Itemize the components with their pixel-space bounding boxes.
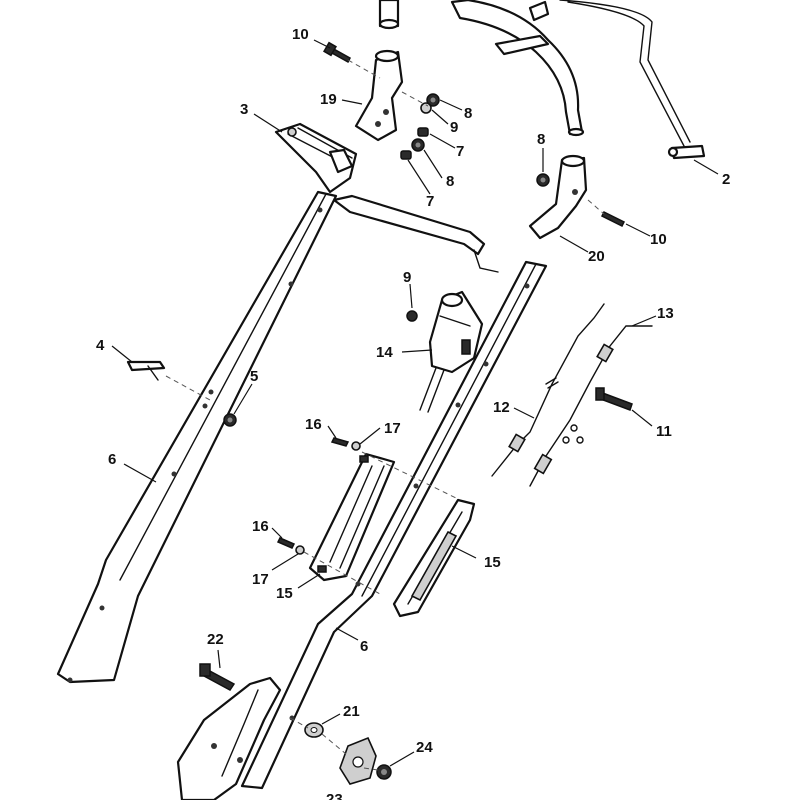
label-3: 3: [240, 101, 248, 118]
washer-9-lower: [406, 310, 418, 322]
label-17-lower: 17: [252, 571, 269, 588]
bolt-22: [199, 663, 236, 691]
label-23: 23: [326, 791, 343, 800]
nut-5: [223, 413, 237, 427]
upper-handle-bar: [450, 0, 585, 137]
nut-8-middle: [411, 138, 425, 152]
label-10-left: 10: [292, 26, 309, 43]
bolt-10-right: [600, 210, 626, 228]
label-16-lower: 16: [252, 518, 269, 535]
label-2: 2: [722, 171, 730, 188]
cable-guide-3: [274, 122, 358, 194]
label-5: 5: [250, 368, 258, 385]
part-labels: 10 19 3 8 9 7 8 7 8 2 10 20 9 14 13 4 5 …: [96, 26, 730, 800]
label-8-top: 8: [464, 105, 472, 122]
washer-9-upper: [420, 102, 432, 114]
handle-bracket-19: [354, 49, 404, 142]
handle-cover-15-left: [308, 452, 396, 582]
bolt-7-lower: [400, 150, 412, 160]
label-21: 21: [343, 703, 360, 720]
label-22: 22: [207, 631, 224, 648]
label-17-upper: 17: [384, 420, 401, 437]
nut-8-upper: [426, 93, 440, 107]
label-9-lower: 9: [403, 269, 411, 286]
lower-handle-tube-right: [240, 260, 548, 790]
bail-lever: [559, 0, 706, 160]
throttle-control-14: [419, 290, 484, 413]
upper-tube-top: [378, 0, 400, 30]
handle-cover-15-right: [392, 498, 476, 618]
label-6-left: 6: [108, 451, 116, 468]
label-11: 11: [656, 423, 672, 440]
label-9-top: 9: [450, 119, 458, 136]
label-10-right: 10: [650, 231, 667, 248]
bolt-10-left: [323, 41, 351, 64]
label-8-middle: 8: [446, 173, 454, 190]
label-20: 20: [588, 248, 605, 265]
label-8-right: 8: [537, 131, 545, 148]
mounting-bracket: [176, 676, 282, 800]
washer-17-upper: [351, 441, 361, 451]
label-13: 13: [657, 305, 674, 322]
knob-23: [339, 736, 377, 785]
bolt-7-upper: [417, 127, 429, 137]
washer-21: [304, 722, 324, 738]
handle-bracket-20: [528, 154, 588, 240]
throttle-cable-12: [491, 303, 605, 477]
nut-24: [376, 764, 392, 780]
drive-cable-13: [529, 325, 653, 487]
label-7-lower: 7: [426, 193, 434, 210]
label-15-right: 15: [484, 554, 501, 571]
nut-8-right: [536, 173, 550, 187]
label-4: 4: [96, 337, 105, 354]
label-19: 19: [320, 91, 337, 108]
label-14: 14: [376, 344, 393, 361]
bolt-11: [595, 387, 633, 411]
control-rod: [332, 194, 499, 273]
screw-16-upper: [330, 437, 350, 447]
assembly-lines: [165, 59, 605, 771]
label-6-right: 6: [360, 638, 368, 655]
label-12: 12: [493, 399, 510, 416]
label-16-upper: 16: [305, 416, 322, 433]
cable-clip-4: [126, 360, 166, 381]
label-7-top: 7: [456, 143, 464, 160]
label-24: 24: [416, 739, 433, 756]
label-15-left: 15: [276, 585, 293, 602]
screw-16-lower: [276, 537, 296, 549]
lower-handle-tube-left: [56, 190, 338, 684]
leader-lines: [111, 39, 719, 767]
washer-17-lower: [295, 545, 305, 555]
